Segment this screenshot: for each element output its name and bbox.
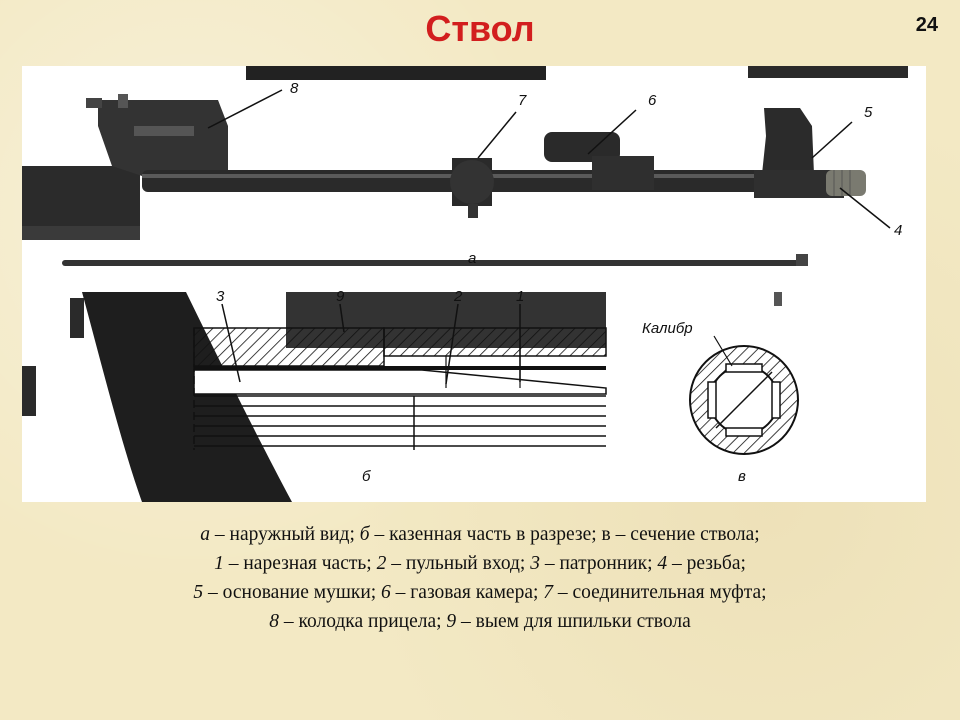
barrel-external-view [142,108,866,218]
figure-caption: а – наружный вид; б – казенная часть в р… [40,520,920,636]
label-5: 5 [864,104,873,121]
magazine [22,292,292,502]
receiver-part [22,166,140,240]
caption-line-4: 8 – колодка прицела; 9 – выем для шпильк… [269,611,691,632]
caption-line-1: а – наружный вид; б – казенная часть в р… [200,524,760,545]
rear-sight-block [86,94,228,190]
label-c1: 1 [516,288,525,305]
label-8: 8 [290,80,299,97]
caption-line-3: 5 – основание мушки; 6 – газовая камера;… [193,582,767,603]
barrel-figure: 8 7 6 5 4 а 3 9 2 1 Калибр б в [22,66,926,502]
label-c9: 9 [336,288,345,305]
cleaning-rod [62,254,808,306]
barrel-cross-section [689,335,799,455]
caption-line-2: 1 – нарезная часть; 2 – пульный вход; 3 … [214,553,746,574]
barrel-drawing [22,66,908,502]
label-a: а [468,250,477,267]
label-c2: 2 [454,288,463,305]
label-caliber: Калибр [642,320,693,337]
label-4: 4 [894,222,903,239]
leader-lines [207,89,891,385]
page-number: 24 [915,14,938,36]
label-v: в [738,468,746,485]
label-6: 6 [648,92,657,109]
label-b: б [362,468,371,485]
label-7: 7 [518,92,527,109]
top-rails [246,66,908,80]
breech-section-drawing [193,292,607,450]
slide-title: Ствол [425,8,535,49]
label-c3: 3 [216,288,225,305]
